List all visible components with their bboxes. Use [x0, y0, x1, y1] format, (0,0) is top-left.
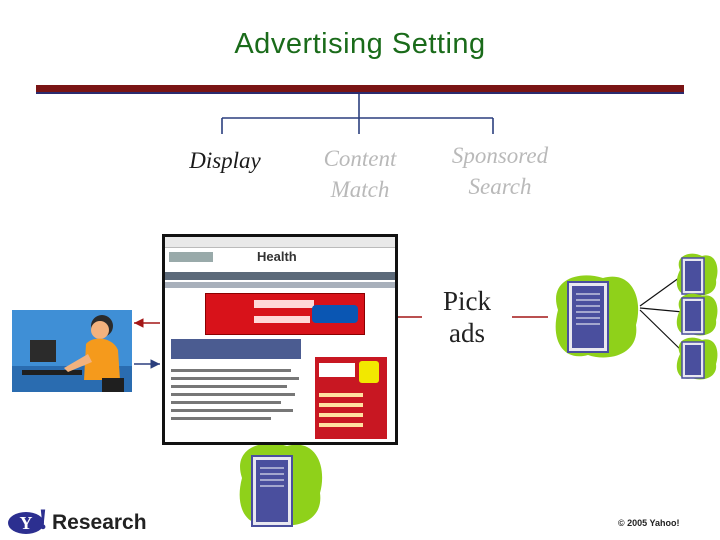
web-page-screenshot: Health [162, 234, 398, 445]
yahoo-logo-bang: ! [38, 503, 48, 536]
category-display: Display [189, 148, 261, 173]
site-logo [169, 252, 213, 262]
side-ad-line [319, 413, 363, 417]
server-icon [676, 253, 718, 296]
pick-ads-label: Pick ads [422, 285, 512, 349]
article-text-line [171, 377, 299, 380]
server-icon [239, 443, 323, 527]
server-icon [555, 275, 639, 358]
article-text-line [171, 369, 291, 372]
article-text-line [171, 409, 293, 412]
category-content-match-line1: Content [323, 146, 397, 171]
category-sponsored-line2: Search [468, 174, 532, 199]
line-hub-to-server-3 [639, 309, 684, 353]
section-title: Health [257, 249, 297, 264]
server-icon [676, 293, 718, 336]
article-text-line [171, 385, 287, 388]
category-sponsored-search: Sponsored Search [425, 140, 575, 202]
side-ad-line [319, 393, 363, 397]
banner-ad-button [312, 305, 358, 323]
banner-ad-text-2 [254, 316, 310, 323]
server-icon [676, 337, 718, 380]
site-nav [165, 272, 395, 280]
category-content-match-line2: Match [330, 177, 390, 202]
article-text-line [171, 393, 295, 396]
banner-ad-text [254, 300, 314, 308]
divider-bar-shadow [36, 92, 684, 94]
copyright: © 2005 Yahoo! [618, 518, 680, 528]
article-text-line [171, 401, 281, 404]
pick-ads-line1: Pick [442, 286, 491, 316]
side-ad [315, 357, 387, 439]
pick-ads-line2: ads [449, 318, 485, 348]
side-ad-brand [319, 363, 355, 377]
line-hub-to-server-2 [639, 307, 684, 313]
category-content-match: Content Match [300, 143, 420, 205]
side-ad-price [359, 361, 379, 383]
tree-lines [221, 94, 494, 134]
page-topbar [165, 237, 395, 248]
line-hub-to-server-1 [639, 274, 684, 307]
divider-bar [36, 85, 684, 92]
page-title: Advertising Setting [234, 28, 486, 60]
yahoo-logo: Y [8, 512, 44, 534]
side-ad-line [319, 403, 363, 407]
banner-ad [205, 293, 365, 335]
user-at-computer-icon [12, 310, 132, 392]
category-sponsored-line1: Sponsored [451, 143, 549, 168]
article-text-line [171, 417, 271, 420]
article-headline [171, 339, 301, 359]
site-subnav [165, 282, 395, 288]
side-ad-line [319, 423, 363, 427]
research-label: Research [52, 511, 147, 534]
